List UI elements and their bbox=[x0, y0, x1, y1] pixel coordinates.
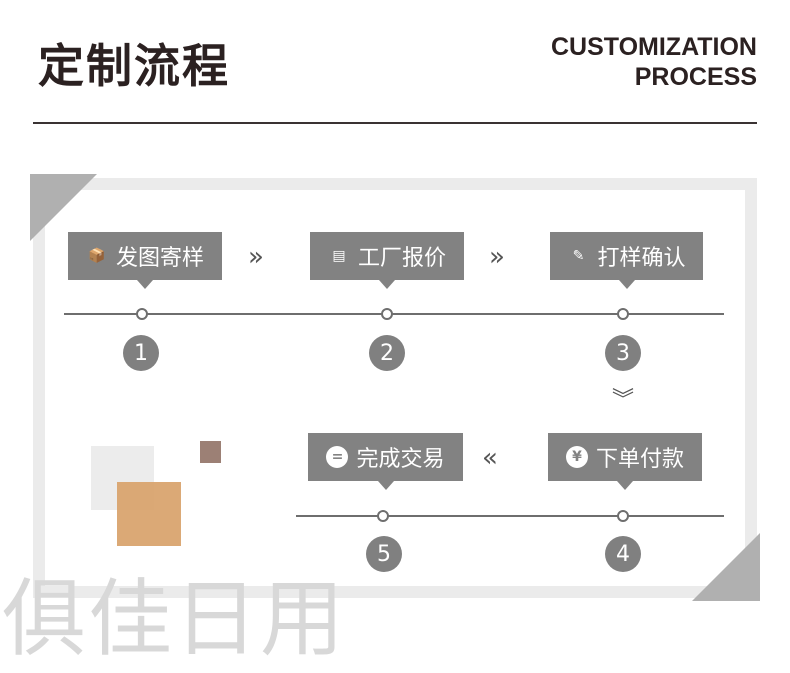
arrow-left-icon: « bbox=[482, 443, 498, 473]
decor-brown-square bbox=[200, 441, 221, 463]
timeline-row-1 bbox=[64, 313, 724, 315]
step-5-label: = 完成交易 bbox=[308, 433, 463, 490]
watermark: 俱佳日用 bbox=[2, 570, 347, 668]
yen-icon: ¥ bbox=[565, 446, 588, 468]
step-1-text: 发图寄样 bbox=[115, 246, 204, 271]
subtitle-line-2: PROCESS bbox=[634, 63, 757, 91]
process-frame bbox=[33, 178, 757, 598]
timeline-dot bbox=[381, 308, 393, 320]
timeline-row-2 bbox=[296, 515, 724, 517]
package-icon: 📦 bbox=[88, 248, 106, 264]
subtitle-line-1: CUSTOMIZATION bbox=[550, 33, 757, 61]
step-2-label: ▤ 工厂报价 bbox=[310, 232, 464, 289]
page-title: 定制流程 bbox=[38, 39, 230, 93]
timeline-dot bbox=[136, 308, 148, 320]
step-5-text: 完成交易 bbox=[356, 447, 445, 472]
header-divider bbox=[33, 122, 757, 124]
step-3-text: 打样确认 bbox=[597, 246, 686, 271]
step-3-number: 3 bbox=[605, 335, 641, 371]
step-2-number: 2 bbox=[369, 335, 405, 371]
equals-icon: = bbox=[326, 446, 349, 468]
step-4-label: ¥ 下单付款 bbox=[548, 433, 702, 490]
step-2-text: 工厂报价 bbox=[357, 246, 446, 271]
timeline-dot bbox=[617, 510, 629, 522]
arrow-down-icon: ︾ bbox=[612, 388, 635, 413]
document-edit-icon: ✎ bbox=[572, 248, 585, 264]
step-4-number: 4 bbox=[605, 536, 641, 572]
timeline-dot bbox=[377, 510, 389, 522]
corner-decoration-bottom-right bbox=[692, 533, 760, 601]
decor-orange-square bbox=[117, 482, 181, 546]
step-5-number: 5 bbox=[366, 536, 402, 572]
timeline-dot bbox=[617, 308, 629, 320]
arrow-right-icon: » bbox=[489, 242, 505, 272]
step-3-label: ✎ 打样确认 bbox=[550, 232, 703, 289]
step-4-text: 下单付款 bbox=[595, 447, 684, 472]
step-1-number: 1 bbox=[123, 335, 159, 371]
corner-decoration-top-left bbox=[30, 174, 97, 241]
arrow-right-icon: » bbox=[248, 242, 264, 272]
notepad-icon: ▤ bbox=[332, 248, 346, 264]
step-1-label: 📦 发图寄样 bbox=[68, 232, 222, 289]
